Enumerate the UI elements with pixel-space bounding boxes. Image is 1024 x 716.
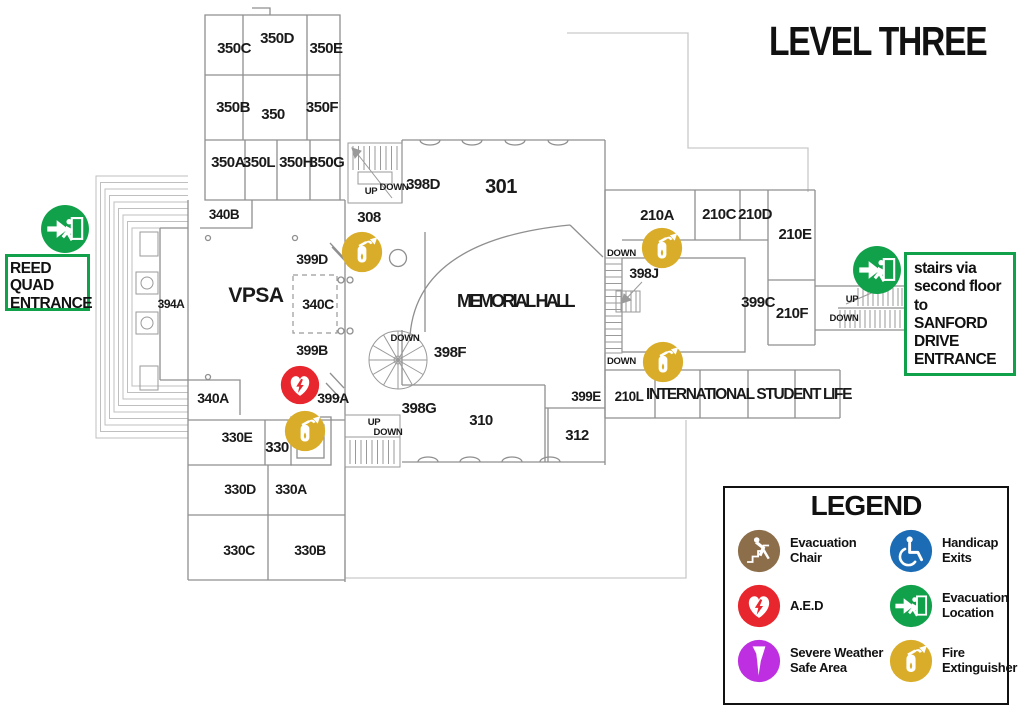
room-label-399E: 399E (571, 389, 601, 404)
legend-item-handicap-exits: Handicap Exits (889, 529, 1017, 573)
room-label-350A: 350A (211, 154, 246, 171)
planters (135, 231, 159, 391)
room-label-310: 310 (469, 412, 493, 429)
page-title: LEVEL THREE (769, 18, 988, 64)
legend-label: A.E.D (790, 597, 824, 613)
down-label: DOWN (374, 427, 403, 438)
legend-item-fire-extinguisher: Fire Extinguisher (889, 639, 1017, 683)
legend-item-evacuation-location: Evacuation Location (889, 584, 1017, 628)
room-label-350H: 350H (279, 154, 313, 171)
sanford-entrance-box: stairs via second floor to SANFORD DRIVE… (904, 252, 1016, 376)
room-label-330B: 330B (294, 542, 326, 558)
reed-quad-entrance-box: REED QUAD ENTRANCE (5, 254, 93, 312)
room-label-399B: 399B (296, 342, 328, 358)
room-label-330: 330 (265, 439, 289, 456)
legend-label: Fire Extinguisher (942, 645, 1018, 675)
legend-label: Evacuation Chair (790, 535, 857, 565)
room-label-350C: 350C (217, 40, 252, 57)
reed-quad-entrance-line2: ENTRANCE (10, 294, 93, 312)
room-label-301: 301 (485, 176, 517, 198)
room-label-350L: 350L (243, 154, 276, 171)
reed-quad-steps (95, 175, 188, 439)
reed-quad-entrance-line1: REED QUAD (10, 260, 54, 295)
legend-grid: Evacuation Chair Handicap Exits A.E.D Ev… (725, 522, 1017, 683)
room-label-330A: 330A (275, 481, 307, 497)
room-labels: 350C 350D 350E 350B 350 350F 350A 350L 3… (158, 30, 853, 558)
evacuation-location-icon (889, 584, 933, 628)
room-label-210C: 210C (702, 206, 737, 223)
room-label-VPSA: VPSA (228, 284, 284, 307)
stair-direction-labels: UP DOWN DOWN UP DOWN DOWN DOWN UP DOWN (365, 182, 860, 438)
room-label-210L: 210L (615, 389, 644, 404)
up-label: UP (365, 186, 379, 197)
room-label-399C: 399C (741, 294, 776, 311)
sanford-line1: stairs via (914, 260, 977, 277)
legend-label: Handicap Exits (942, 535, 999, 565)
sanford-line3: SANFORD (914, 314, 988, 332)
fire-extinguisher-icon (641, 227, 683, 269)
room-label-international-student-life: INTERNATIONAL STUDENT LIFE (646, 386, 852, 403)
fire-extinguisher-icon (284, 410, 326, 452)
room-label-398G: 398G (402, 400, 437, 417)
handicap-exits-icon (889, 529, 933, 573)
fire-extinguisher-icon (341, 231, 383, 273)
legend-title: LEGEND (810, 490, 923, 521)
severe-weather-icon (737, 639, 781, 683)
sanford-line2: second floor to (914, 278, 1002, 314)
evacuation-chair-icon (737, 529, 781, 573)
down-label: DOWN (830, 313, 859, 324)
down-label: DOWN (607, 356, 636, 367)
room-label-350B: 350B (216, 99, 251, 116)
legend-panel: LEGEND Evacuation Chair Handicap Exits A… (723, 486, 1017, 705)
room-label-210E: 210E (778, 226, 812, 243)
room-label-398F: 398F (434, 344, 467, 361)
stairs (344, 142, 903, 468)
aed-icon (280, 365, 320, 405)
evacuation-location-icon (852, 245, 902, 295)
room-label-340A: 340A (197, 390, 229, 406)
legend-label: Severe Weather Safe Area (790, 645, 884, 675)
room-label-330D: 330D (224, 481, 256, 497)
down-label: DOWN (380, 182, 409, 193)
up-label: UP (368, 417, 382, 428)
room-label-330C: 330C (223, 542, 255, 558)
legend-item-aed: A.E.D (737, 584, 889, 628)
room-label-350: 350 (261, 106, 285, 123)
room-label-398J: 398J (629, 265, 658, 281)
sanford-line5: ENTRANCE (914, 351, 997, 369)
down-label: DOWN (607, 248, 636, 259)
down-label: DOWN (391, 333, 420, 344)
room-label-330E: 330E (222, 429, 253, 445)
room-label-memorial-hall: MEMORIAL HALL (457, 291, 576, 311)
room-label-340B: 340B (209, 207, 240, 222)
sanford-line4: DRIVE (914, 333, 959, 351)
room-label-394A: 394A (158, 297, 186, 311)
room-340c-dashed (292, 274, 338, 334)
room-label-308: 308 (357, 209, 381, 226)
fire-extinguisher-icon (889, 639, 933, 683)
fire-extinguisher-icon (642, 341, 684, 383)
room-label-398D: 398D (406, 176, 441, 193)
room-label-399A: 399A (317, 390, 349, 406)
aed-icon (737, 584, 781, 628)
room-label-350G: 350G (310, 154, 345, 171)
legend-item-evacuation-chair: Evacuation Chair (737, 529, 889, 573)
room-label-399D: 399D (296, 251, 328, 267)
room-label-312: 312 (565, 427, 589, 444)
room-label-350F: 350F (306, 99, 339, 116)
room-label-350E: 350E (309, 40, 343, 57)
evacuation-location-icon (40, 204, 90, 254)
legend-item-severe-weather: Severe Weather Safe Area (737, 639, 889, 683)
room-label-210A: 210A (640, 207, 675, 224)
legend-label: Evacuation Location (942, 590, 1009, 620)
room-label-340C: 340C (302, 296, 334, 312)
room-label-350D: 350D (260, 30, 295, 47)
up-label: UP (846, 294, 860, 305)
room-label-210D: 210D (738, 206, 773, 223)
room-label-210F: 210F (776, 305, 809, 322)
